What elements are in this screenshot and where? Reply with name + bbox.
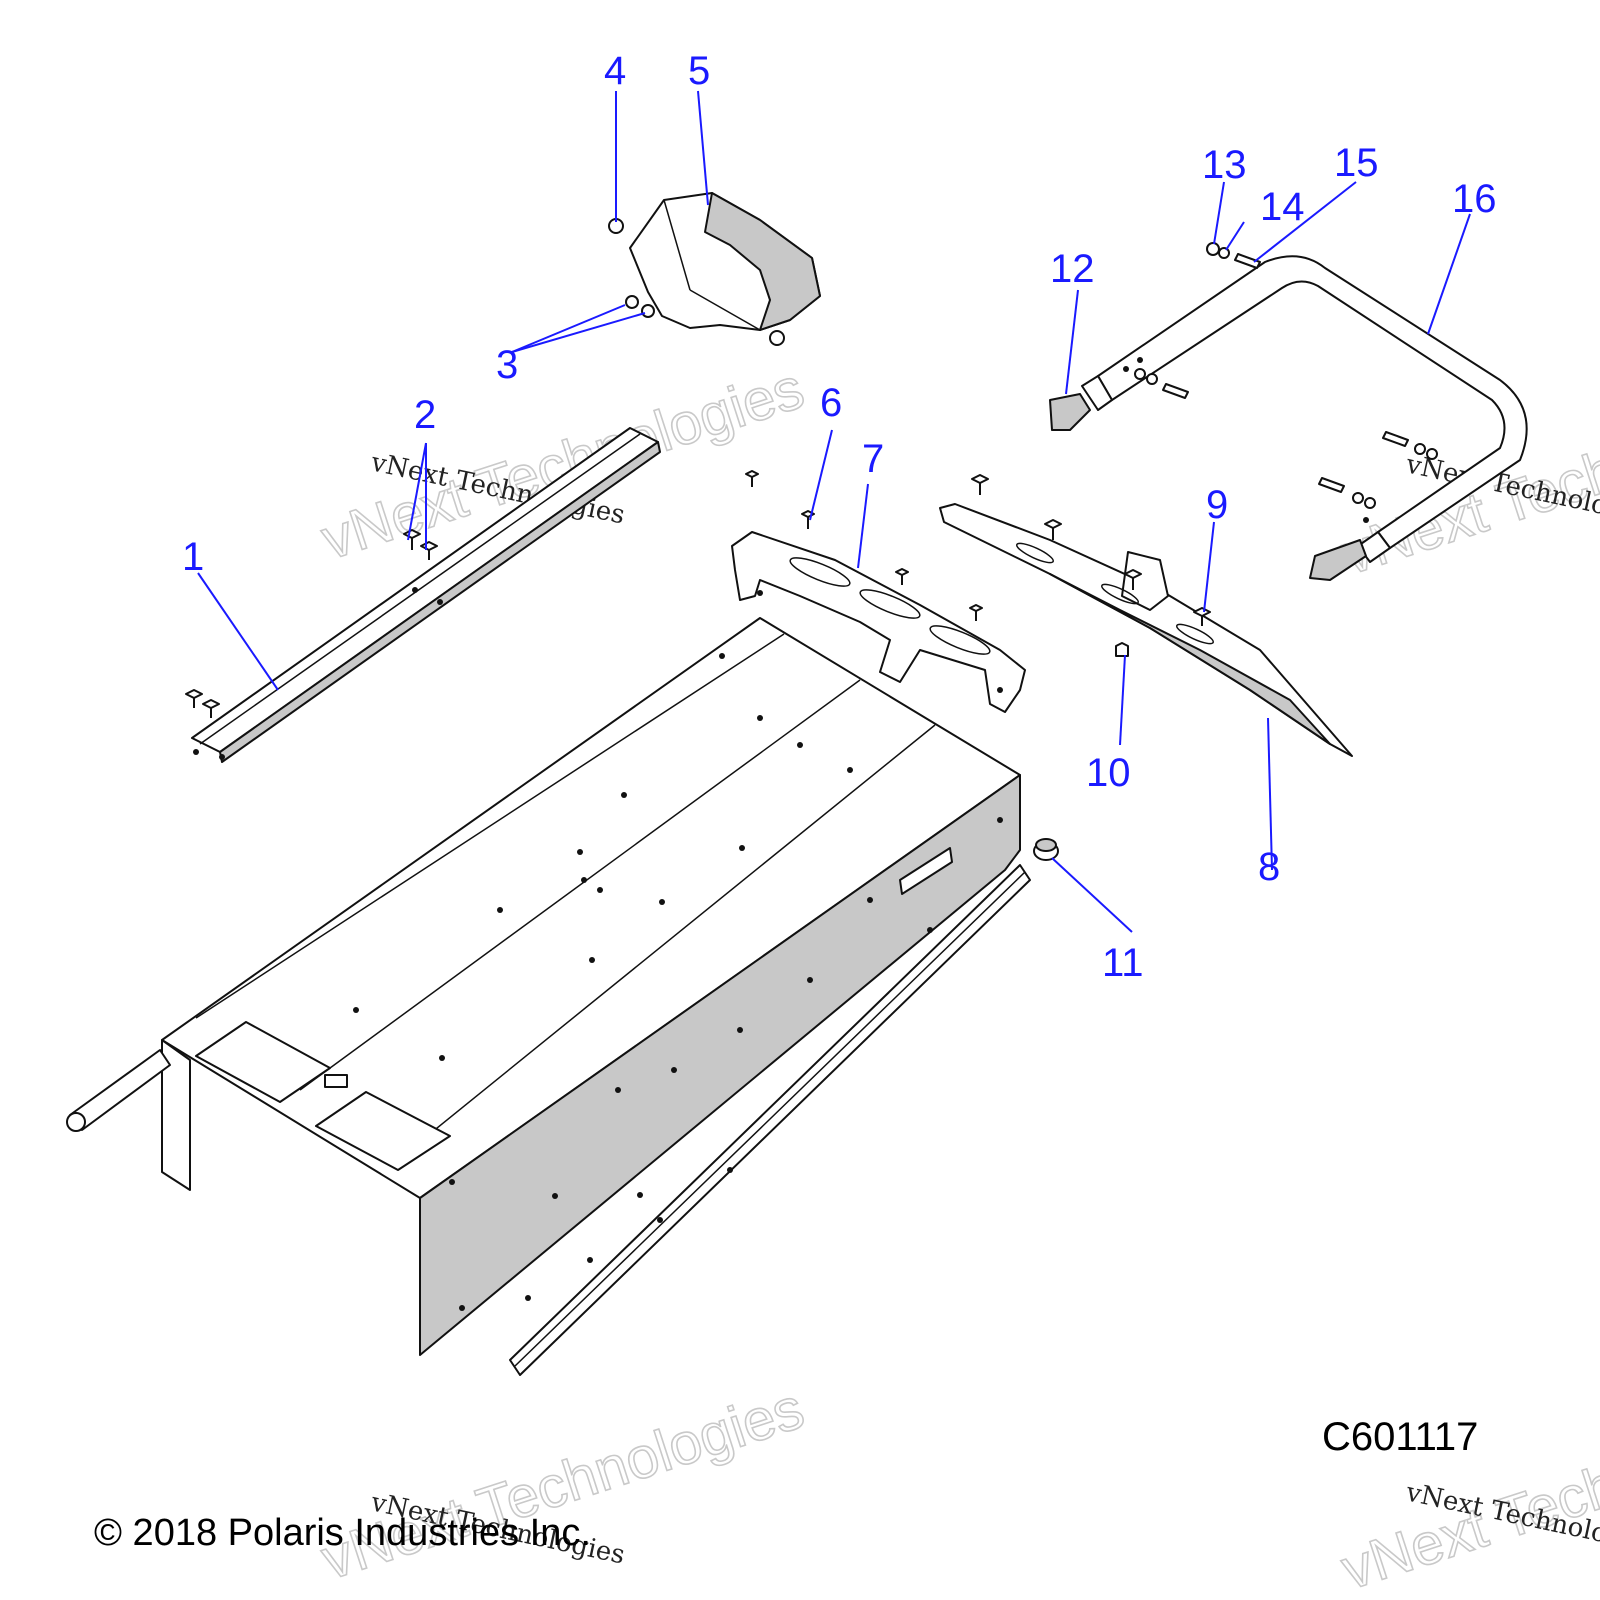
callout-7: 7: [862, 437, 884, 481]
callout-3: 3: [496, 343, 518, 387]
leader-lines: [197, 90, 1471, 933]
screws-bracket-7: [745, 470, 989, 621]
watermark-bottom-left: vNext Technologies vNext Technologies: [313, 1375, 812, 1594]
callout-11: 11: [1102, 941, 1144, 985]
figure-id: C601117: [1322, 1415, 1479, 1459]
bed-holes-top: [353, 653, 853, 1061]
part-rail-1: [191, 427, 661, 763]
copyright-notice: © 2018 Polaris Industries Inc.: [94, 1512, 591, 1554]
callout-14: 14: [1260, 185, 1305, 229]
part-channel-8: [939, 503, 1353, 757]
callout-15: 15: [1334, 141, 1379, 185]
callout-2: 2: [414, 393, 436, 437]
part-handle-16: [1049, 255, 1528, 581]
callout-16: 16: [1452, 177, 1497, 221]
callout-8: 8: [1258, 845, 1280, 889]
part-bed-box: [66, 617, 1031, 1376]
watermark-big-3: vNext Technologies: [314, 1375, 811, 1592]
callout-13: 13: [1202, 143, 1247, 187]
callout-10: 10: [1086, 751, 1131, 795]
callout-labels: 1 2 3 4 5 6 7 8 9 10 11 12 13 14 15 16: [182, 49, 1497, 985]
callout-6: 6: [820, 381, 842, 425]
callout-9: 9: [1206, 483, 1228, 527]
part-cover-shield: [608, 192, 821, 346]
callout-12: 12: [1050, 247, 1095, 291]
hardware-handle: [1134, 242, 1438, 509]
watermark-top-left: vNext Technologies vNext Technologies: [313, 355, 812, 574]
callout-4: 4: [604, 49, 626, 93]
part-plug-11: [1033, 838, 1059, 861]
part-bracket-7: [731, 531, 1026, 713]
bed-holes-side: [449, 817, 1003, 1311]
callout-5: 5: [688, 49, 710, 93]
callout-1: 1: [182, 535, 204, 579]
